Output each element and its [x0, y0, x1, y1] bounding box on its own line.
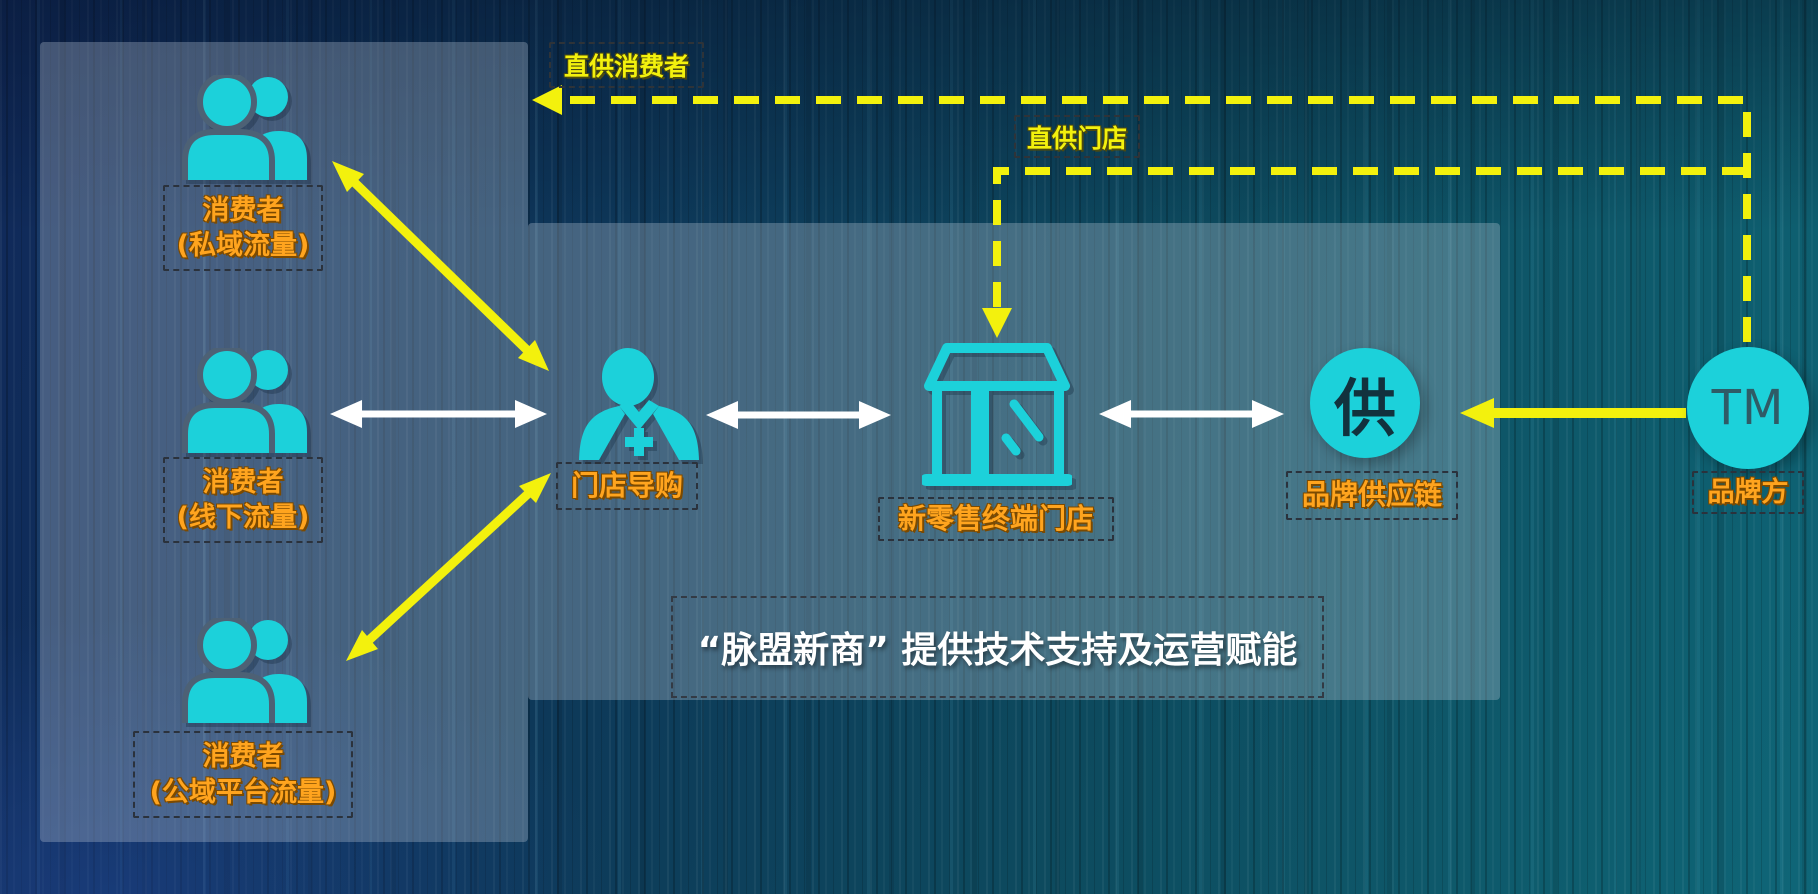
direct-supply-consumer-label: 直供消费者	[549, 42, 704, 88]
consumer-offline-label: 消费者 (线下流量)	[163, 457, 323, 543]
store-guide-label: 门店导购	[556, 462, 698, 510]
consumer-private-node	[182, 75, 307, 180]
consumer-public-title: 消费者	[202, 741, 284, 773]
brand-supply-chain-text: 品牌供应链	[1301, 478, 1442, 512]
users-icon	[182, 348, 307, 453]
consumer-public-node	[182, 618, 307, 723]
consumer-offline-title: 消费者	[202, 466, 284, 498]
store-guide-icon	[579, 348, 699, 460]
consumer-public-label: 消费者 (公域平台流量)	[133, 731, 353, 818]
retail-store-text: 新零售终端门店	[897, 501, 1094, 535]
enablement-banner: “脉盟新商” 提供技术支持及运营赋能	[671, 596, 1324, 698]
store-guide-node	[577, 348, 701, 460]
direct-supply-store-text: 直供门店	[1026, 123, 1127, 153]
enablement-banner-text: “脉盟新商” 提供技术支持及运营赋能	[697, 630, 1298, 671]
retail-store-node	[922, 340, 1072, 490]
brand-supply-chain-label: 品牌供应链	[1286, 471, 1458, 520]
consumer-offline-subtitle: (线下流量)	[176, 502, 310, 533]
brand-supply-chain-node: 供	[1310, 348, 1420, 458]
users-icon	[182, 618, 307, 723]
consumer-offline-node	[182, 348, 307, 453]
brand-owner-text: 品牌方	[1707, 476, 1789, 508]
store-guide-text: 门店导购	[570, 468, 683, 502]
direct-supply-consumer-text: 直供消费者	[563, 52, 689, 81]
direct-supply-store-label: 直供门店	[1014, 115, 1140, 158]
consumer-private-title: 消费者	[202, 194, 284, 226]
retail-store-label: 新零售终端门店	[878, 497, 1114, 541]
consumer-private-label: 消费者 (私域流量)	[163, 185, 323, 271]
consumer-public-subtitle: (公域平台流量)	[149, 776, 337, 808]
supply-glyph: 供	[1333, 372, 1396, 445]
tm-glyph: TM	[1711, 380, 1785, 436]
brand-owner-node: TM	[1687, 347, 1809, 469]
consumer-private-subtitle: (私域流量)	[176, 230, 310, 261]
users-icon	[182, 75, 307, 180]
brand-owner-label: 品牌方	[1692, 471, 1804, 514]
storefront-icon	[922, 343, 1072, 486]
